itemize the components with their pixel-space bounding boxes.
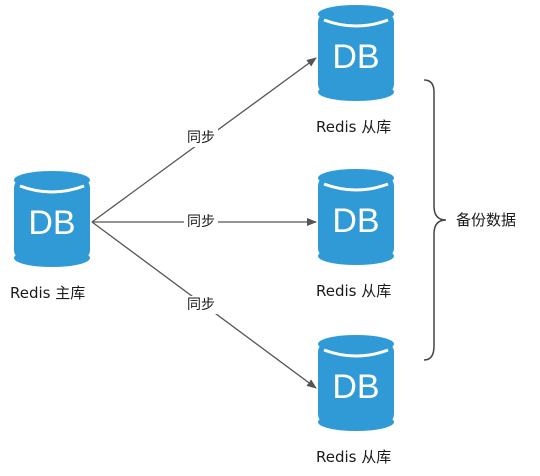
slave-db-cylinder-2	[318, 169, 394, 265]
slave-db-text-2: DB	[332, 202, 380, 240]
sync-label-1: 同步	[184, 129, 218, 147]
curly-brace	[423, 79, 447, 361]
slave-label-3: Redis 从库	[316, 448, 392, 466]
slave-label-1: Redis 从库	[316, 118, 392, 136]
slave-db-text-3: DB	[332, 368, 380, 406]
slave-db-cylinder-1	[318, 5, 394, 101]
slave-db-text-1: DB	[332, 38, 380, 76]
master-label: Redis 主库	[10, 284, 86, 302]
master-db-text: DB	[28, 204, 76, 242]
slave-db-cylinder-3	[318, 335, 394, 431]
sync-label-3: 同步	[184, 296, 218, 314]
backup-data-label: 备份数据	[456, 211, 517, 229]
master-db-cylinder	[14, 171, 90, 267]
slave-label-2: Redis 从库	[316, 282, 392, 300]
sync-label-2: 同步	[184, 213, 218, 231]
